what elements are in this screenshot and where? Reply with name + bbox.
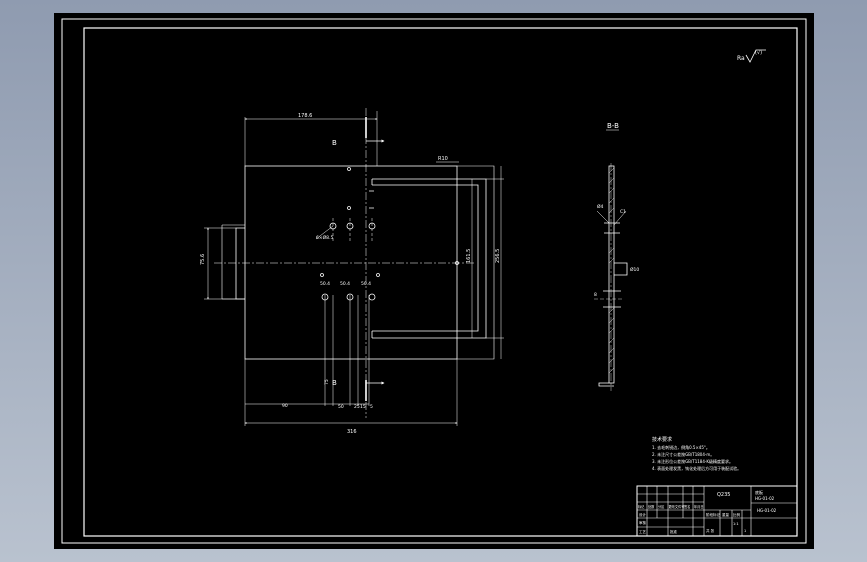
dim-top-width: 178.6 bbox=[298, 113, 312, 119]
dim-left-offset: 90 bbox=[282, 403, 288, 409]
section-dim-1: Ø10 bbox=[630, 266, 639, 273]
label-count: 处数 bbox=[648, 504, 655, 509]
label-sign: 签名 bbox=[684, 504, 690, 509]
dim-bottom-4: 15 bbox=[360, 404, 366, 410]
drawing-no-repeat: HG-01-02 bbox=[757, 508, 777, 513]
label-change: 更改文件号 bbox=[669, 504, 685, 509]
inner-frame bbox=[83, 27, 798, 537]
label-mark: 标记 bbox=[638, 504, 645, 509]
label-ratio: 比例 bbox=[733, 512, 741, 517]
note-line-4: 4. 表面处理发黑，钝化处理后方可用于装配试验。 bbox=[652, 465, 741, 471]
section-mark-bottom: B bbox=[332, 379, 337, 387]
svg-text:(√): (√) bbox=[755, 50, 762, 56]
left-slot bbox=[235, 227, 245, 300]
front-view bbox=[204, 108, 504, 426]
dim-bottom-2: 50 bbox=[338, 404, 344, 410]
part-name: 底板 bbox=[755, 489, 763, 495]
cad-drawing-canvas: Ra (√) bbox=[61, 18, 807, 544]
outer-frame bbox=[61, 18, 807, 544]
u-slot-inner bbox=[372, 184, 479, 332]
drawing-number: HG-01-02 bbox=[755, 496, 775, 501]
svg-text:Ra: Ra bbox=[737, 55, 745, 62]
section-dim-2: 8 bbox=[594, 292, 597, 298]
label-design: 设计 bbox=[639, 512, 647, 517]
note-line-3: 3. 未注形位公差按GB/T1184-K级精度要求。 bbox=[652, 458, 733, 464]
hole-pattern bbox=[315, 167, 459, 301]
dim-left-height: 75.6 bbox=[200, 254, 206, 265]
label-qty: 共 张 bbox=[706, 528, 715, 533]
scale-value: 1:1 bbox=[733, 522, 739, 526]
notes-title: 技术要求 bbox=[652, 436, 672, 443]
dim-right-outer: 256.5 bbox=[495, 249, 501, 263]
plate-outline bbox=[244, 165, 458, 360]
label-weight: 重量 bbox=[722, 512, 730, 517]
material-text: Q235 bbox=[717, 492, 730, 498]
dim-bottom-1: 75 bbox=[324, 379, 330, 385]
section-view bbox=[594, 163, 628, 391]
section-callout: C1 bbox=[620, 209, 626, 215]
dim-pitch-1: 50.4 bbox=[320, 281, 330, 287]
dim-bottom-3: 25 bbox=[354, 404, 360, 410]
dim-right-inner: 161.5 bbox=[466, 249, 472, 263]
section-view-labels: B-B Ø4 C1 Ø10 8 bbox=[594, 122, 639, 298]
hole-callout: 6×Ø8.5 bbox=[316, 234, 333, 241]
dim-pitch-2: 50.4 bbox=[340, 281, 350, 287]
cad-viewport[interactable]: Ra (√) bbox=[54, 13, 814, 549]
label-zone: 分区 bbox=[658, 504, 665, 509]
note-line-2: 2. 未注尺寸公差按GB/T1804-m。 bbox=[652, 451, 714, 457]
u-slot-outer bbox=[372, 178, 487, 339]
dim-pitch-3: 50.4 bbox=[361, 281, 371, 287]
sheet-value: 1 bbox=[744, 529, 746, 533]
section-mark-top: B bbox=[332, 139, 337, 147]
label-process: 工艺 bbox=[639, 529, 647, 534]
roughness-symbol: Ra (√) bbox=[737, 49, 766, 63]
note-line-1: 1. 去毛刺锐边，倒角0.5×45°。 bbox=[652, 444, 710, 450]
title-block-text: Q235 底板 HG-01-02 HG-01-02 阶段标记 重量 比例 1:1… bbox=[638, 489, 777, 534]
label-stage: 阶段标记 bbox=[706, 512, 720, 517]
label-approve: 批准 bbox=[670, 529, 678, 534]
dim-corner: R10 bbox=[438, 156, 448, 162]
dim-overall-width: 316 bbox=[347, 429, 357, 435]
label-check: 审核 bbox=[639, 520, 647, 525]
title-block bbox=[636, 485, 798, 537]
section-chamfer: Ø4 bbox=[597, 203, 604, 210]
label-date: 年月日 bbox=[694, 504, 704, 509]
front-view-dimensions: 178.6 316 75.6 161.5 256.5 R10 6×Ø8.5 50… bbox=[200, 113, 501, 435]
section-title: B-B bbox=[607, 122, 619, 130]
dim-bottom-5: 5 bbox=[370, 404, 373, 410]
technical-notes: 技术要求 1. 去毛刺锐边，倒角0.5×45°。 2. 未注尺寸公差按GB/T1… bbox=[652, 436, 741, 471]
